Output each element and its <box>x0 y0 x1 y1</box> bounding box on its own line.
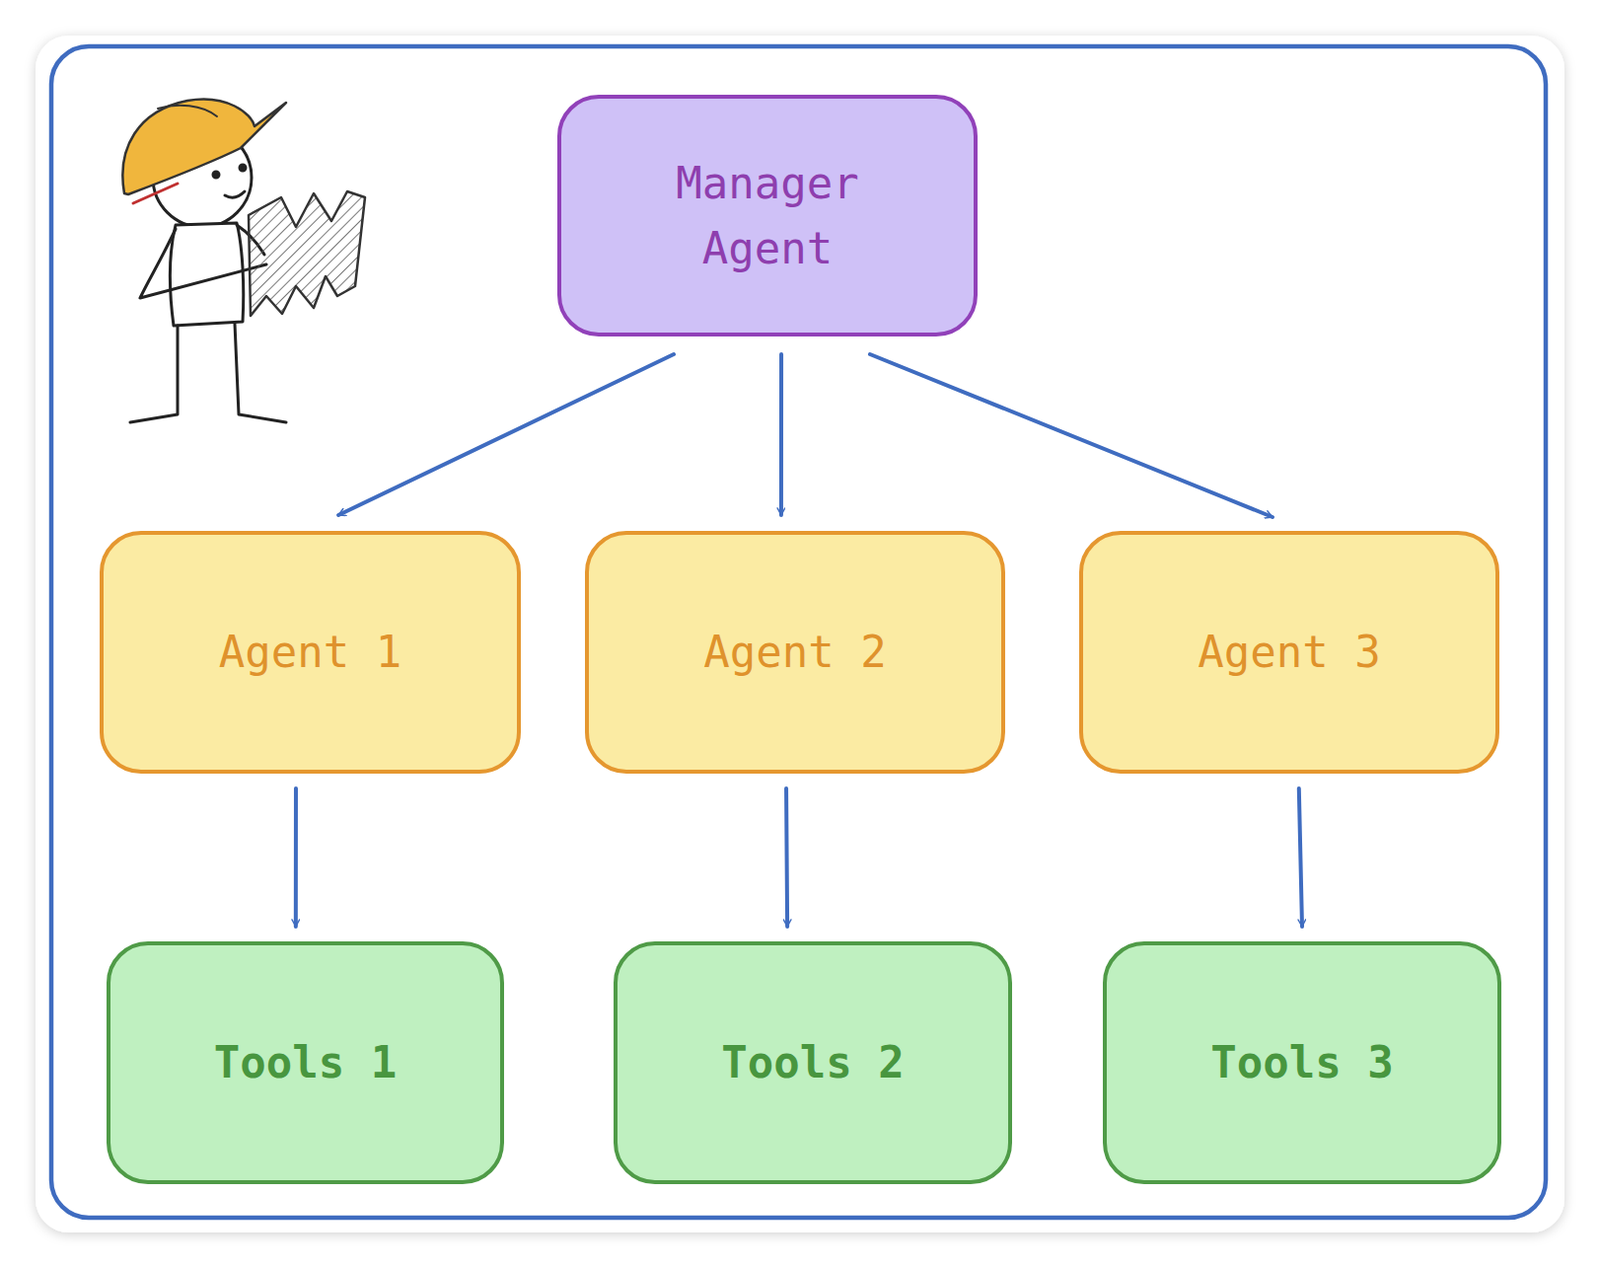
figure-arm <box>140 228 267 298</box>
text-stack: Tools 1 <box>214 1029 397 1095</box>
card <box>35 35 1565 1233</box>
frame <box>51 46 1546 1218</box>
agent-box: Agent 2 <box>584 530 1006 774</box>
arrow-connector <box>293 788 298 927</box>
map-paper <box>248 191 365 316</box>
figure-legs <box>130 323 287 423</box>
hat-ridge <box>157 105 218 117</box>
text-stack: Agent 1 <box>218 619 402 685</box>
node-label: Tools 1 <box>214 1029 397 1095</box>
node-label: Tools 3 <box>1210 1029 1393 1095</box>
arrow-connector <box>338 354 674 515</box>
text-stack: Agent 3 <box>1197 619 1381 685</box>
arrow-connector <box>1299 788 1303 927</box>
text-stack: Manager Agent <box>639 150 896 282</box>
text-stack: Agent 2 <box>703 619 886 685</box>
node-label: Agent 2 <box>703 619 886 685</box>
figure-eye <box>213 171 219 178</box>
arrow-connector <box>779 354 784 515</box>
arrow-connector <box>870 354 1273 517</box>
figure-smile <box>224 191 245 198</box>
node-label: Manager Agent <box>639 150 896 282</box>
stick-figure <box>122 99 365 423</box>
pencil <box>133 183 178 204</box>
agent-box: Agent 3 <box>1079 530 1500 774</box>
hard-hat <box>122 99 287 195</box>
arrow-connector <box>786 788 788 927</box>
figure-eye <box>239 164 246 171</box>
manager-box: Manager Agent <box>557 94 978 337</box>
tools-box: Tools 3 <box>1102 941 1502 1184</box>
node-label: Tools 2 <box>721 1029 904 1095</box>
text-stack: Tools 2 <box>721 1029 904 1095</box>
agent-box: Agent 1 <box>99 530 521 774</box>
tools-box: Tools 2 <box>613 941 1013 1184</box>
node-label: Agent 1 <box>218 619 402 685</box>
text-stack: Tools 3 <box>1210 1029 1393 1095</box>
node-label: Agent 3 <box>1197 619 1381 685</box>
tools-box: Tools 1 <box>106 941 505 1184</box>
